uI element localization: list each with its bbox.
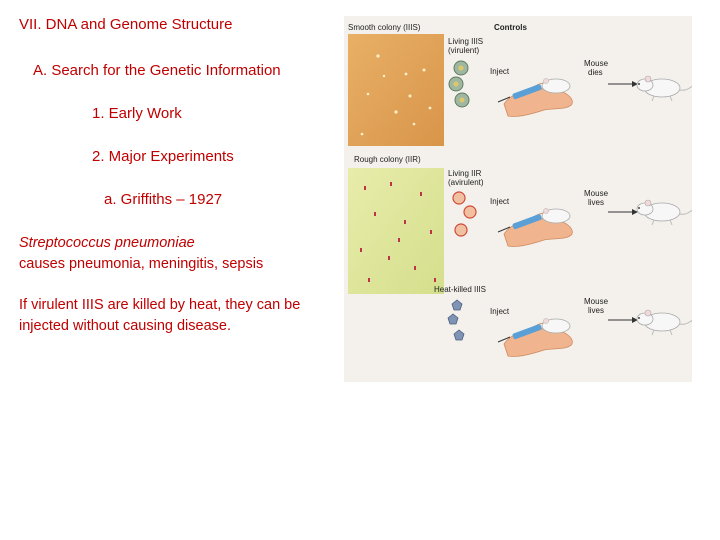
row2-bacteria-label: Living IIR bbox=[448, 169, 482, 178]
griffith-experiment-figure: Smooth colony (IIIS) Controls Living III… bbox=[344, 16, 692, 382]
outline-item-griffiths: a. Griffiths – 1927 bbox=[104, 191, 222, 208]
rough-colony-label: Rough colony (IIR) bbox=[354, 155, 421, 164]
row2-outcome-label: lives bbox=[588, 198, 604, 207]
row1-bacteria-label: Living IIIS bbox=[448, 37, 483, 46]
disease-line: causes pneumonia, meningitis, sepsis bbox=[19, 256, 263, 272]
rough-colony-plate bbox=[348, 168, 444, 294]
avirulent-cell-cluster bbox=[453, 192, 476, 236]
row1-type-label: (virulent) bbox=[448, 46, 479, 55]
row2-live-mouse-icon bbox=[637, 200, 692, 225]
row3-outcome-label: lives bbox=[588, 306, 604, 315]
outline-item-major-experiments: 2. Major Experiments bbox=[92, 148, 234, 165]
row2-hand-syringe-icon bbox=[498, 209, 572, 247]
virulent-cell-cluster bbox=[449, 61, 469, 107]
row3-inject-label: Inject bbox=[490, 307, 510, 316]
row1-inject-label: Inject bbox=[490, 67, 510, 76]
row1-outcome-label: dies bbox=[588, 68, 603, 77]
row1-dead-mouse-icon bbox=[637, 76, 692, 101]
organism-name: Streptococcus pneumoniae bbox=[19, 235, 195, 251]
heat-killed-paragraph: If virulent IIIS are killed by heat, the… bbox=[19, 295, 319, 337]
row1-hand-syringe-icon bbox=[498, 79, 572, 117]
row2-inject-label: Inject bbox=[490, 197, 510, 206]
section-heading: A. Search for the Genetic Information bbox=[33, 62, 281, 79]
row2-mouse-label: Mouse bbox=[584, 189, 609, 198]
smooth-colony-label: Smooth colony (IIIS) bbox=[348, 23, 421, 32]
smooth-colony-plate bbox=[348, 34, 444, 146]
heat-killed-cell-cluster bbox=[448, 300, 464, 340]
row3-live-mouse-icon bbox=[637, 310, 692, 335]
row1-mouse-label: Mouse bbox=[584, 59, 609, 68]
controls-label: Controls bbox=[494, 23, 527, 32]
row3-mouse-label: Mouse bbox=[584, 297, 609, 306]
slide-title: VII. DNA and Genome Structure bbox=[19, 16, 232, 33]
organism-paragraph: Streptococcus pneumoniae causes pneumoni… bbox=[19, 233, 319, 275]
row2-type-label: (avirulent) bbox=[448, 178, 484, 187]
row3-bacteria-label: Heat-killed IIIS bbox=[434, 285, 486, 294]
outline-item-early-work: 1. Early Work bbox=[92, 105, 182, 122]
row3-hand-syringe-icon bbox=[498, 319, 572, 357]
